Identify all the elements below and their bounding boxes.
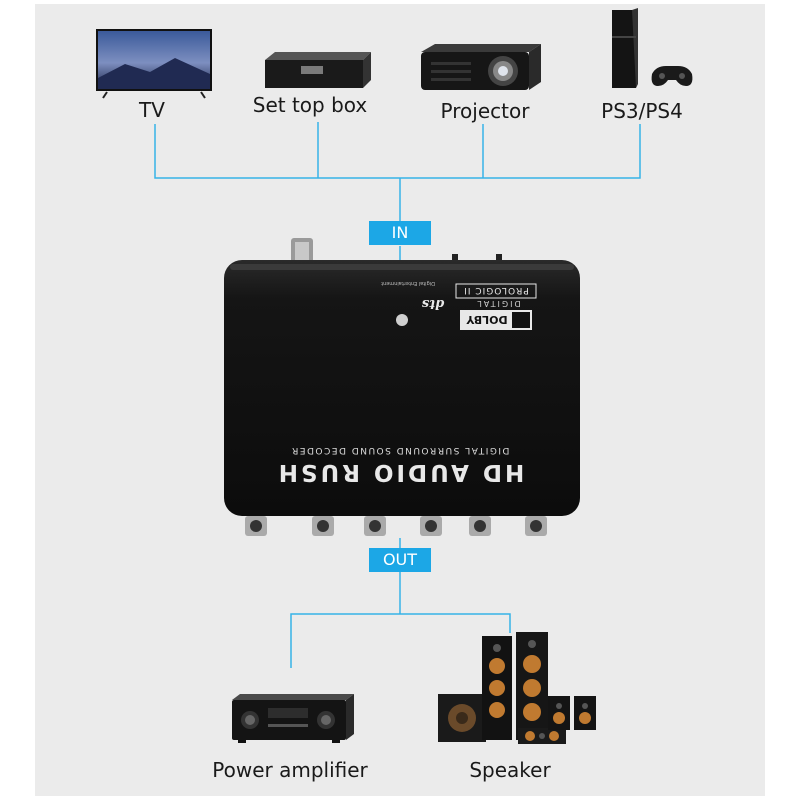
decoder-logo-prologic: PROLOGIC II — [463, 285, 529, 295]
output-label-speaker: Speaker — [469, 758, 551, 782]
input-label-tv: TV — [139, 98, 165, 122]
audio-decoder-device — [224, 238, 580, 536]
decoder-logo-dolby: DOLBY — [466, 313, 508, 326]
input-label-projector: Projector — [440, 99, 530, 123]
set-top-box-icon — [265, 52, 371, 88]
projector-icon — [421, 44, 541, 90]
decoder-logo-dts-sub: Digital Entertainment — [381, 280, 435, 286]
speaker-icon — [438, 632, 596, 744]
input-label-ps3-ps4: PS3/PS4 — [601, 99, 683, 123]
in-tag: IN — [369, 221, 431, 245]
output-label-power-amplifier: Power amplifier — [212, 758, 368, 782]
game-console-icon — [612, 8, 693, 88]
tv-icon — [96, 29, 212, 99]
decoder-logo-digital: DIGITAL — [475, 299, 521, 308]
input-label-set-top-box: Set top box — [252, 93, 368, 117]
power-amplifier-icon — [232, 694, 354, 743]
decoder-subtitle: DIGITAL SURROUND SOUND DECODER — [290, 445, 510, 455]
rca-output-jacks — [245, 516, 547, 536]
decoder-logo-dts: dts — [421, 296, 445, 311]
input-bus-line — [154, 124, 641, 179]
decoder-name: HD AUDIO RUSH — [275, 459, 525, 485]
out-tag: OUT — [369, 548, 431, 572]
output-bus-line — [290, 613, 511, 668]
